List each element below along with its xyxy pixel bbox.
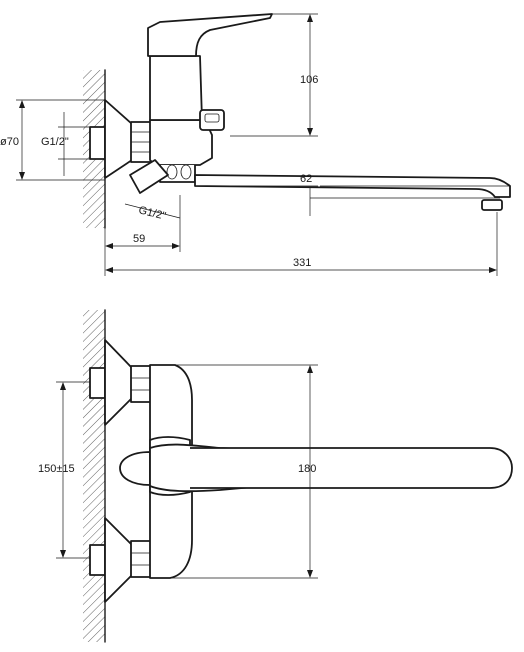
dim-thread-top: G1/2"	[41, 136, 69, 148]
flange-cone	[104, 99, 133, 179]
aerator	[481, 199, 503, 211]
upper-inlet-pipe	[89, 367, 106, 399]
angled-inlet	[129, 159, 169, 194]
upper-flange	[104, 339, 133, 426]
spout-front	[190, 447, 513, 489]
dim-thread-angled: G1/2"	[137, 204, 167, 222]
dim-body-height: 180	[298, 463, 316, 475]
dim-wall-offset: 59	[133, 233, 145, 245]
handle-cap-front	[119, 451, 151, 486]
dim-spout-height: 62	[300, 173, 312, 185]
diverter-knob	[199, 109, 225, 131]
dim-inlet-spacing: 150±15	[38, 463, 75, 475]
dim-spout-length: 331	[293, 257, 311, 269]
lower-flange	[104, 517, 133, 603]
cartridge-housing	[149, 55, 203, 121]
upper-nut	[130, 365, 152, 403]
lower-nut	[130, 540, 152, 578]
wall-hatch-bottom	[83, 310, 105, 642]
front-view: 150±15 180	[38, 309, 513, 643]
dim-flange-diameter: ø70	[0, 136, 19, 148]
lever-handle	[147, 13, 273, 57]
lower-inlet-pipe	[89, 544, 106, 576]
inlet-pipe	[89, 126, 106, 160]
side-view: 106 62 ø70 G1/2" G1/2" 59 331	[0, 13, 511, 276]
dim-handle-height: 106	[300, 74, 318, 86]
